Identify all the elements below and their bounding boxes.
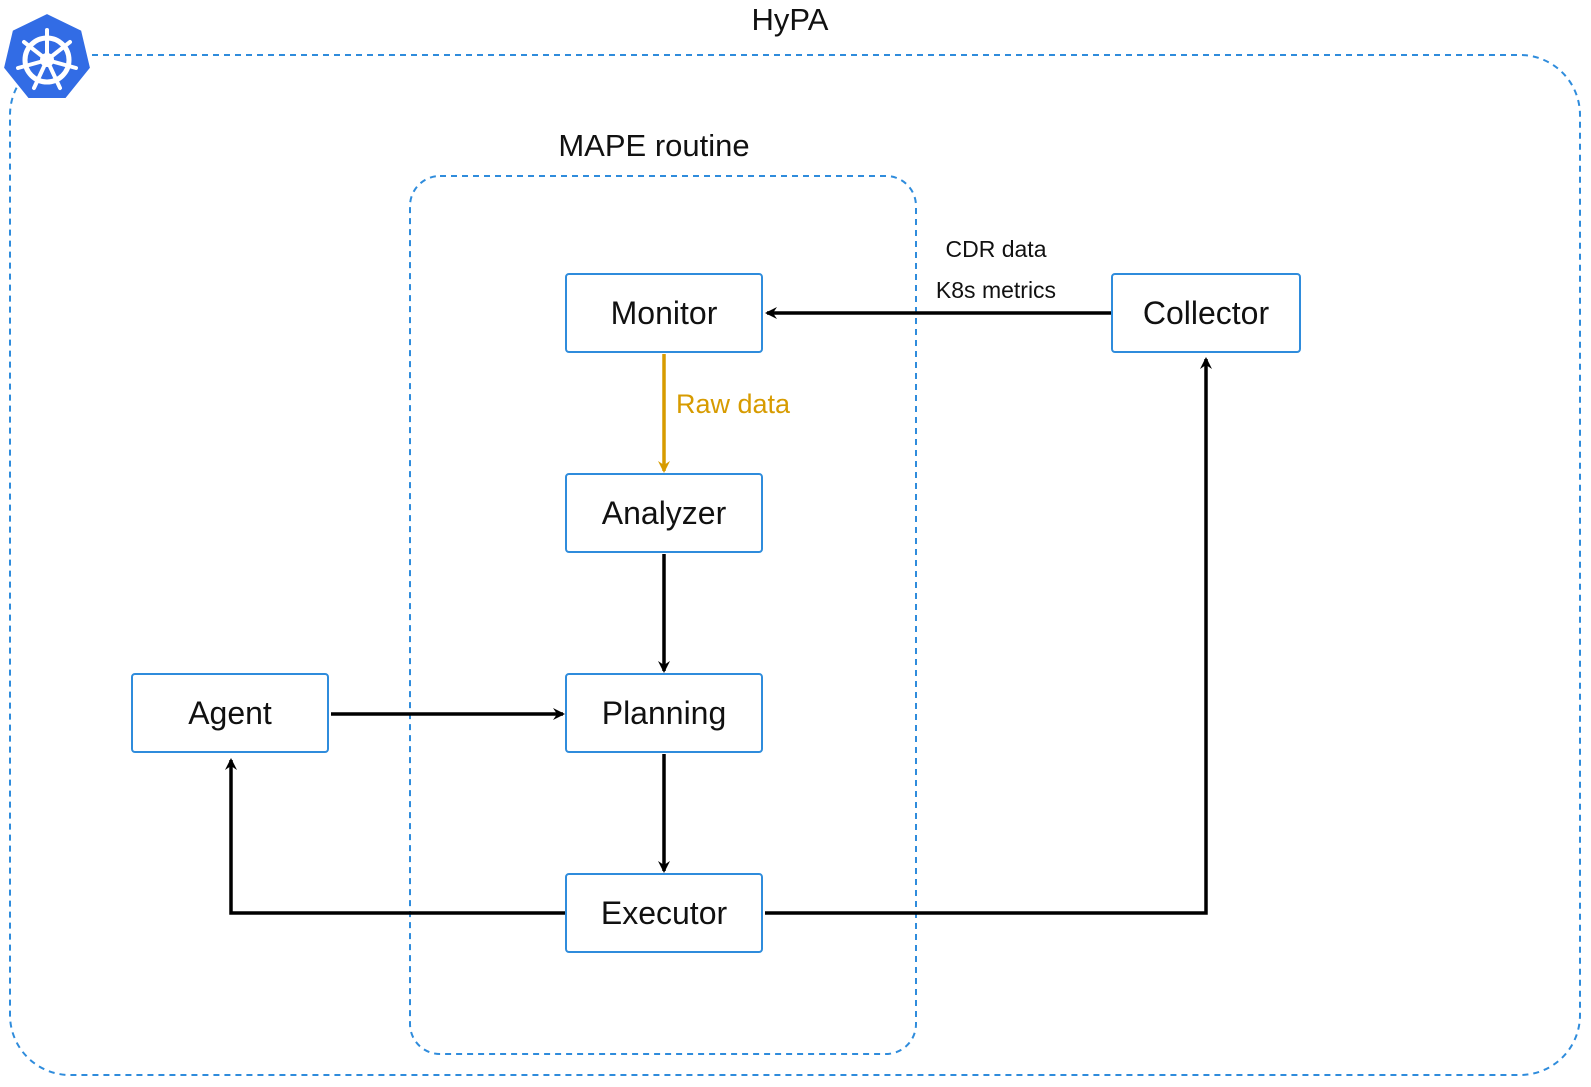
hypa-title: HyPA bbox=[751, 2, 829, 37]
agent-node[interactable]: Agent bbox=[131, 673, 329, 753]
edge-executor-to-collector bbox=[765, 357, 1212, 915]
mape-group-border bbox=[409, 175, 917, 1055]
k8s-metrics-label: K8s metrics bbox=[935, 277, 1057, 303]
analyzer-node[interactable]: Analyzer bbox=[565, 473, 763, 553]
planning-node[interactable]: Planning bbox=[565, 673, 763, 753]
cdr-data-label: CDR data bbox=[945, 236, 1047, 262]
kubernetes-helm-icon bbox=[1, 11, 93, 100]
edge-executor-to-agent bbox=[225, 758, 565, 915]
monitor-node[interactable]: Monitor bbox=[565, 273, 763, 353]
executor-node[interactable]: Executor bbox=[565, 873, 763, 953]
hypa-group-border bbox=[9, 54, 1581, 1076]
raw-data-label: Raw data bbox=[676, 389, 791, 419]
collector-node[interactable]: Collector bbox=[1111, 273, 1301, 353]
mape-routine-title: MAPE routine bbox=[558, 128, 750, 163]
